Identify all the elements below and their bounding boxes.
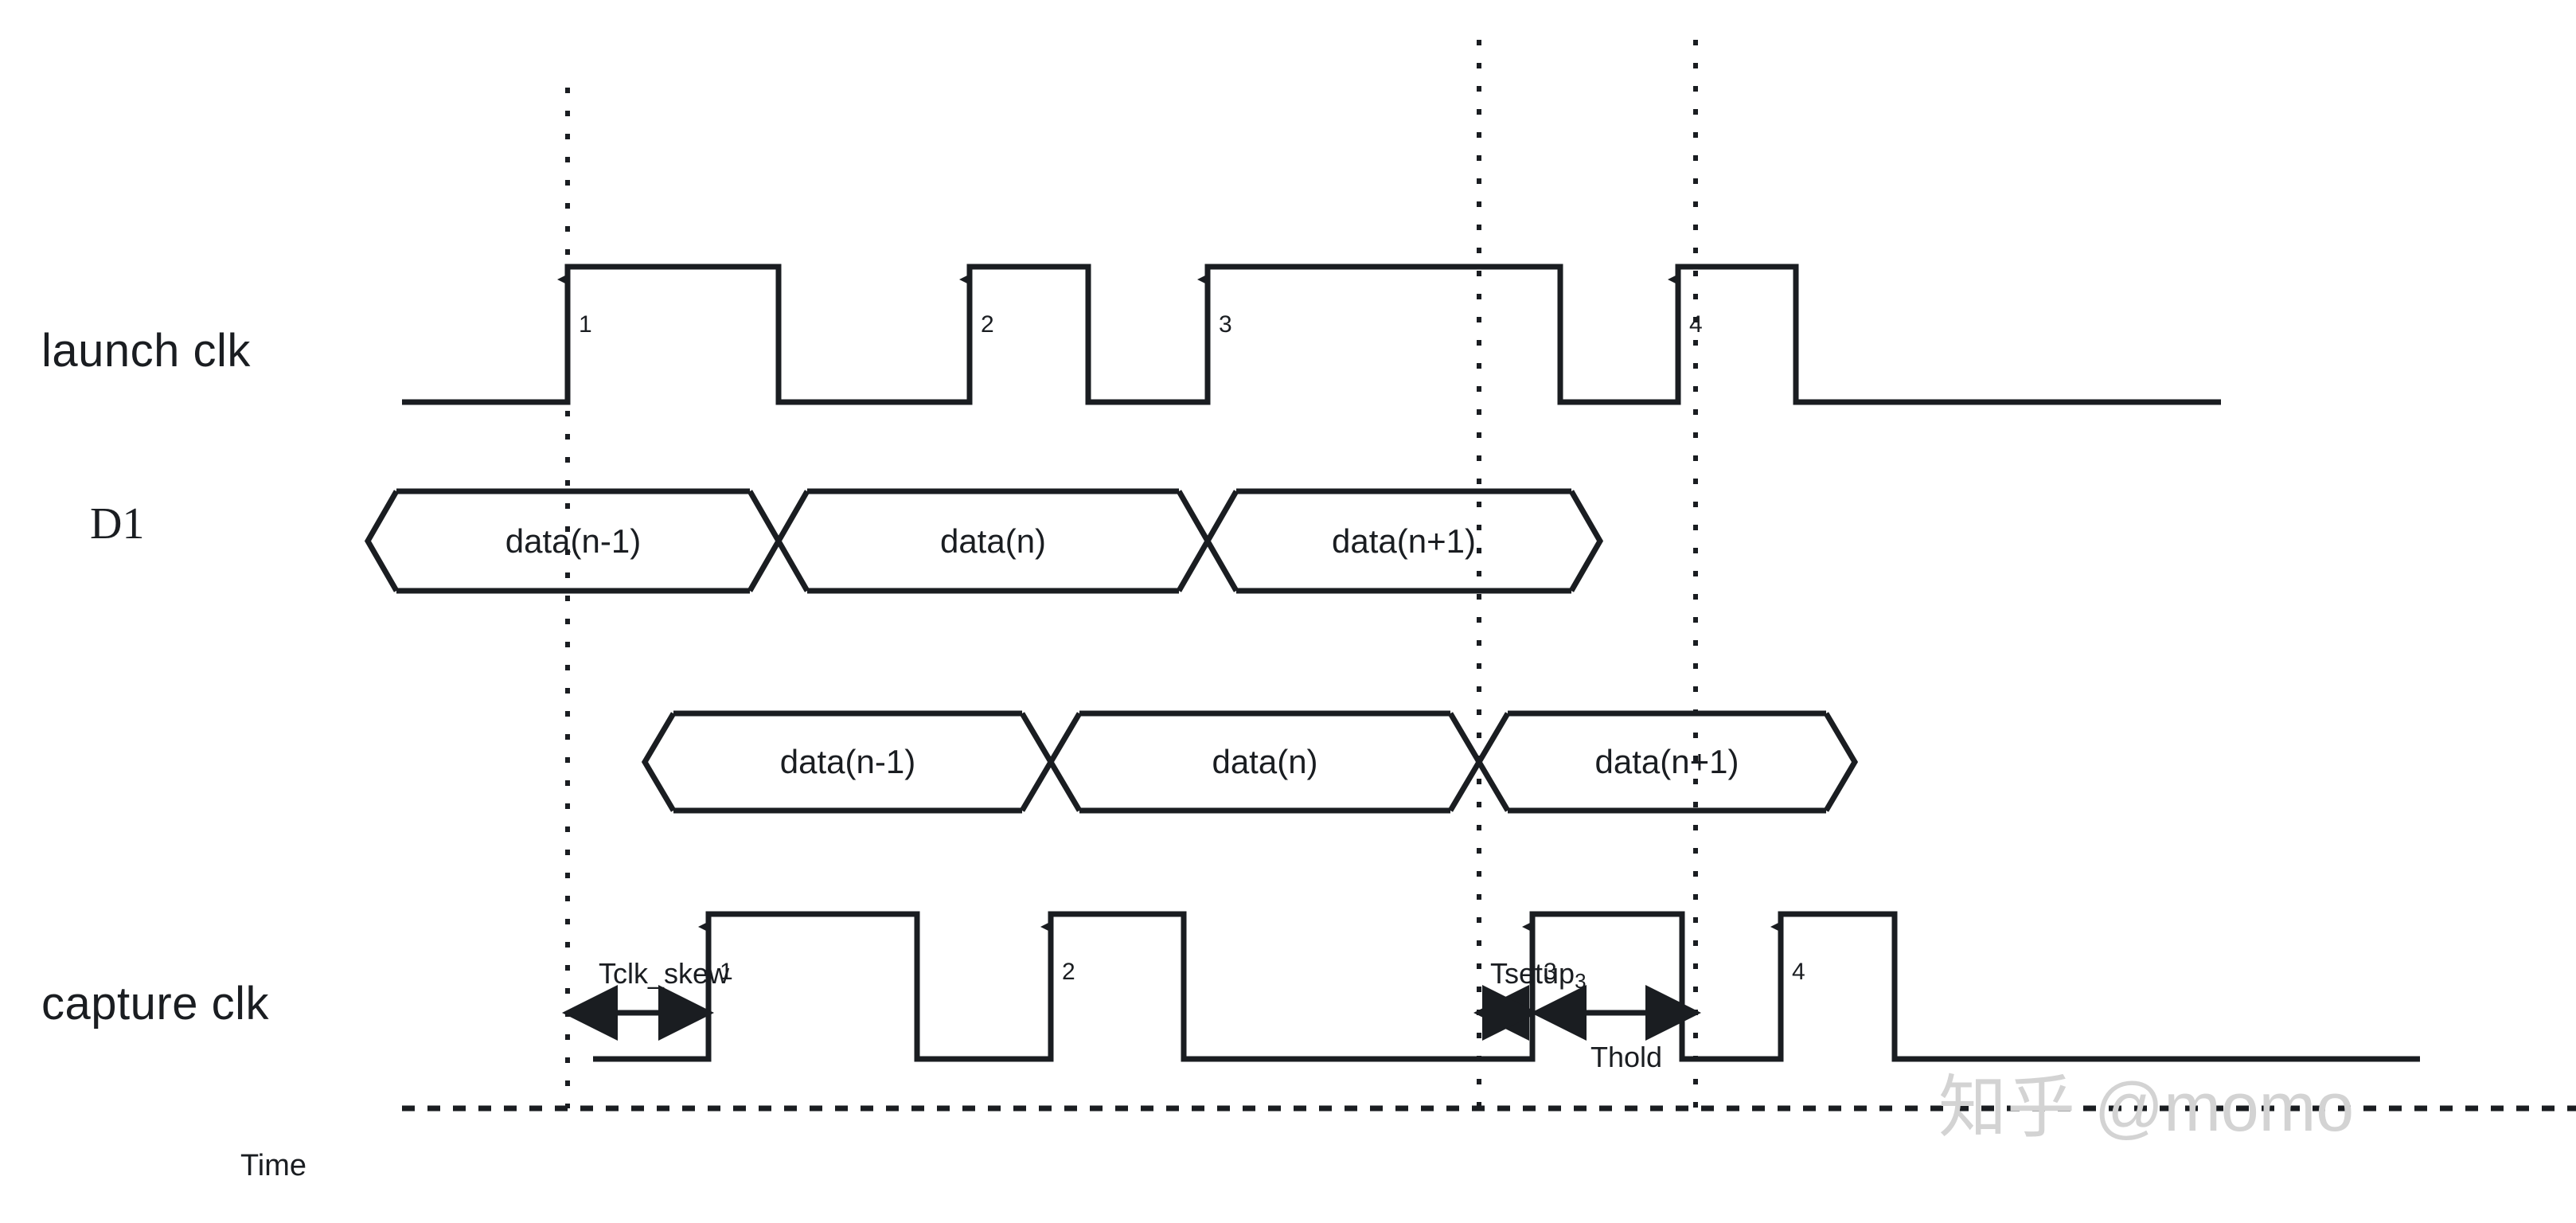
edge-number: 2: [1062, 959, 1075, 985]
bus-value-label: data(n-1): [505, 522, 642, 560]
tclk-skew-label: Tclk_skew: [599, 957, 730, 990]
edge-number: 1: [720, 959, 733, 985]
bus-value-label: data(n-1): [779, 743, 916, 780]
bus-value-label: data(n+1): [1332, 522, 1476, 560]
edge-number: 1: [579, 311, 592, 338]
row-label-d1: D1: [90, 499, 145, 549]
databus-segment: [1447, 712, 1511, 812]
databus-segment: [1019, 712, 1083, 812]
edge-number: 4: [1689, 311, 1703, 338]
databus-segment: [1823, 712, 1859, 812]
row-label-capture-clk: capture clk: [41, 978, 269, 1030]
bus-value-label: data(n+1): [1594, 743, 1739, 780]
bus-value-label: data(n): [1212, 743, 1318, 780]
watermark-zhihu-momo: 知乎 @momo: [1938, 1069, 2355, 1146]
databus-segment: [1176, 490, 1239, 592]
waveform-launch-clk: [402, 264, 2221, 405]
waveform-capture-clk: [593, 911, 2420, 1062]
time-axis-label: Time: [240, 1149, 307, 1182]
thold-label: Thold: [1590, 1041, 1663, 1073]
edge-number: 3: [1544, 959, 1557, 985]
row-label-launch-clk: launch clk: [41, 325, 251, 377]
databus-segment: [641, 712, 677, 812]
edge-number: 3: [1219, 311, 1232, 338]
tsetup-subscript: 3: [1575, 969, 1587, 993]
databus-segment: [364, 490, 400, 592]
databus-segment: [747, 490, 810, 592]
databus-segment: [1568, 490, 1604, 592]
edge-number: 4: [1792, 959, 1805, 985]
bus-value-label: data(n): [939, 522, 1047, 560]
edge-number: 2: [981, 311, 994, 338]
tsetup-label: Tsetup3: [1490, 957, 1587, 993]
reference-dotted-lines: [565, 40, 1698, 1108]
waveform-traces: [364, 264, 2420, 1062]
